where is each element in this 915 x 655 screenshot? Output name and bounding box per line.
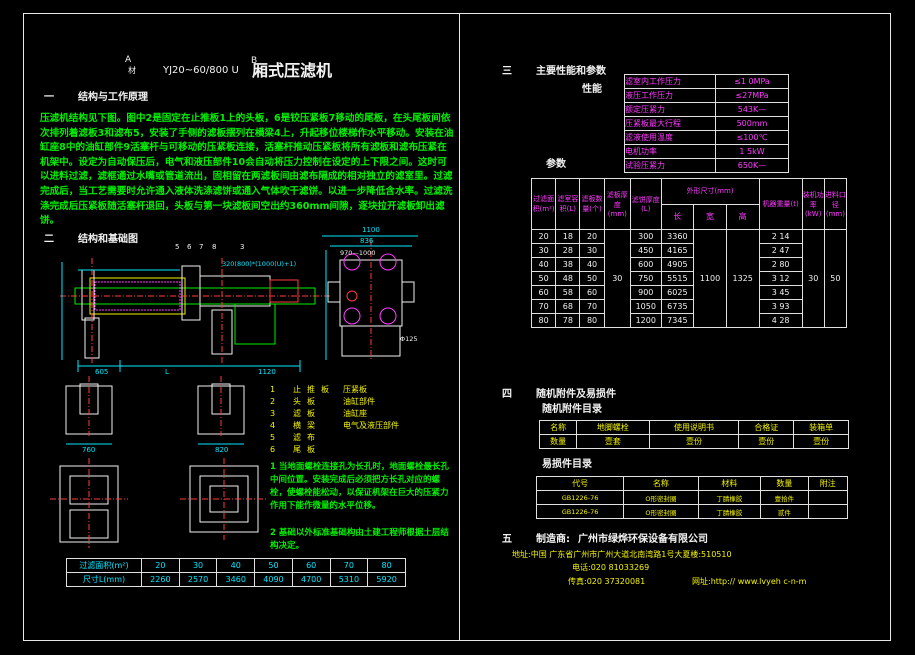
sec3-number: 三 [502,66,512,77]
dim-label: 820 [215,446,229,454]
sec3-title: 主要性能和参数 [536,66,606,77]
length-table: 过滤面积(m²) 20 30 40 50 60 70 80 尺寸L(mm) 22… [66,558,406,587]
page-title: 厢式压滤机 [252,61,333,80]
front-view [322,235,418,360]
sec5-number: 五 [502,534,512,545]
title-prefix: A [125,55,132,65]
dim-label: L [165,368,169,376]
dim-label: 836 [360,237,374,245]
accessory-table: 名称地脚螺栓使用说明书合格证装箱单 数量壹套壹份壹份壹份 [538,420,849,449]
table-row: 数量壹套壹份壹份壹份 [538,434,849,449]
sec2-title: 结构和基础图 [78,234,138,245]
structure-description: 压滤机结构见下图。图中2是固定在止推板1上的头板，6是铰压紧板7移动的尾板，在头… [40,113,454,227]
title-suffix: B [251,56,258,66]
dim-note: 320(800)*(1000(U)+1) [222,260,297,268]
table-header: 长 宽 高 [532,203,847,230]
dim-label: 605 [95,368,109,376]
maker-address: 地址:中国 广东省广州市广州大道北南湾路1号大夏楼:510510 [512,550,732,559]
table-row: 滤室内工作压力≤1 0MPa [624,74,789,89]
table-row: 代号名称材料数量附注 [535,476,849,491]
dim-label: Φ125 [400,335,418,343]
part-label: 3 [240,243,245,251]
maker-website: 网址:http:// www.lvyeh c-n-m [692,577,807,586]
dim-label: 970—1000 [340,249,376,257]
title-sub: 材 [128,66,136,75]
wear-list-title: 易损件目录 [542,459,592,470]
table-row: 滤液使用温度≤100℃ [624,130,789,145]
table-row: 液压工作压力≤27MPa [624,88,789,103]
params-label: 参数 [546,159,566,170]
foundation-views [50,376,268,548]
part-label: 8 [212,243,217,251]
sec1-title: 结构与工作原理 [78,92,148,103]
maker-label: 制造商: [536,534,570,545]
sec4-number: 四 [502,389,512,400]
sec4-title: 随机附件及易损件 [536,389,616,400]
table-row: 尺寸L(mm) 2260 2570 3460 4090 4700 5310 59… [66,572,406,587]
dim-label: 760 [82,446,96,454]
dim-label: 1120 [258,368,276,376]
part-label: 5 [175,243,180,251]
drawing-frame [23,13,891,641]
title-model: YJ20~60/800 U [163,65,239,76]
table-row: 过滤面积(m²) 20 30 40 50 60 70 80 [66,558,406,573]
sec1-number: 一 [44,92,54,103]
table-header: 过滤面积(m²) 滤室容积(L) 滤板数量(个) 滤板厚度(mm) 滤饼厚度(L… [530,178,848,230]
perf-label: 性能 [582,84,602,95]
side-view [60,258,330,372]
accessory-list-title: 随机附件目录 [542,404,602,415]
foundation-note-2: 2 基础以外标准基础构由土建工程师根据土层结构决定。 [270,528,449,551]
table-row: 名称地脚螺栓使用说明书合格证装箱单 [538,420,849,435]
maker-phone: 电话:020 81033269 [572,563,650,572]
part-label: 6 [187,243,192,251]
parameters-table: 过滤面积(m²) 滤室容积(L) 滤板数量(个) 滤板厚度(mm) 滤饼厚度(L… [530,178,848,328]
maker-name: 广州市绿烨环保设备有限公司 [578,534,708,545]
maker-fax: 传真:020 37320081 [568,577,646,586]
dim-label: 1100 [362,226,380,234]
sec2-number: 二 [44,234,54,245]
part-label: 7 [199,243,204,251]
sheet-divider [459,13,460,641]
foundation-note-1: 1 当地面螺栓连接孔为长孔时，地面螺栓最长孔中间位置。安装完成后必须把方长孔对应… [270,462,449,511]
